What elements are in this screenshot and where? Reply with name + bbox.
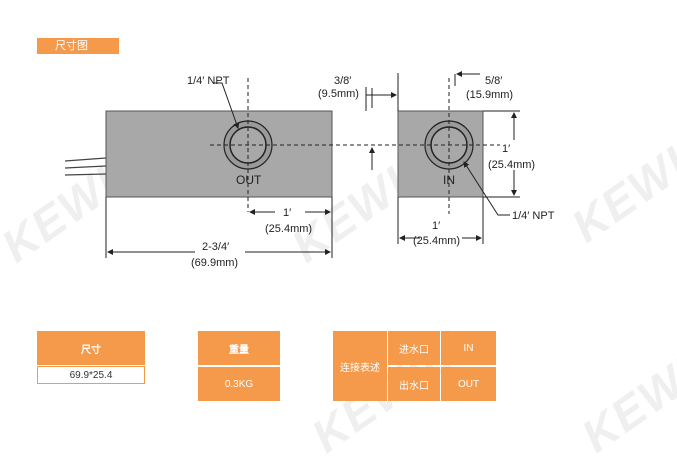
npt-right-label: 1/4′ NPT [512, 210, 555, 222]
dim-total-label: 2-3/4′ [202, 241, 229, 253]
section-title: 尺寸图 [37, 38, 119, 54]
inlet-label: 进水口 [388, 331, 440, 365]
weight-header: 重量 [198, 331, 280, 365]
dim-width-mm: (25.4mm) [413, 235, 460, 247]
dim-total-mm: (69.9mm) [191, 257, 238, 269]
dim-5-8-label: 5/8′ [485, 75, 502, 87]
out-label: OUT [236, 173, 262, 187]
dim-spacing-mm: (25.4mm) [265, 223, 312, 235]
size-value: 69.9*25.4 [37, 366, 145, 384]
weight-value: 0.3KG [198, 367, 280, 401]
connection-header: 连接表述 [333, 331, 387, 401]
npt-leader-top [213, 82, 240, 129]
inlet-value: IN [441, 331, 496, 365]
dim-3-8-mm: (9.5mm) [318, 88, 359, 100]
dim-width-label: 1′ [432, 220, 440, 232]
outlet-label: 出水口 [388, 367, 440, 401]
dimension-drawing: 1/4′ NPT 3/8′ (9.5mm) 5/8′ (15.9mm) OUT … [64, 71, 555, 269]
wires [64, 157, 107, 176]
sensor-body [105, 110, 333, 198]
size-header: 尺寸 [37, 331, 145, 365]
outlet-value: OUT [441, 367, 496, 401]
dim-height-label: 1′ [502, 143, 510, 155]
watermark: KEWILL [572, 311, 677, 463]
dim-5-8-mm: (15.9mm) [466, 89, 513, 101]
dim-spacing-label: 1′ [283, 207, 291, 219]
in-label: IN [443, 173, 455, 187]
dim-height-mm: (25.4mm) [488, 159, 535, 171]
npt-leader-right [463, 161, 510, 216]
dim-3-8-label: 3/8′ [334, 75, 351, 87]
npt-top-label: 1/4′ NPT [187, 75, 230, 87]
